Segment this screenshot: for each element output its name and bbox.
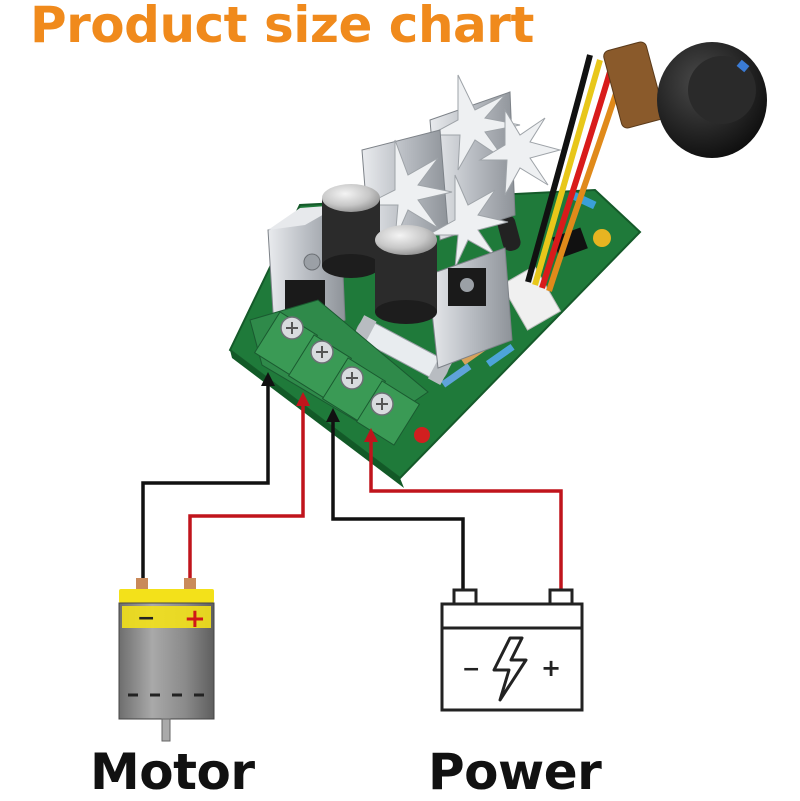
heatsink-top: [361, 74, 562, 269]
battery-icon: − +: [440, 588, 584, 712]
motor-label: Motor: [90, 743, 255, 801]
potentiometer-knob-icon: [525, 41, 767, 292]
dc-motor-icon: − +: [118, 578, 215, 742]
battery-plus-sign: +: [541, 654, 561, 682]
capacitor-2: [375, 225, 437, 324]
page-title: Product size chart: [30, 0, 534, 54]
motor-plus-sign: +: [184, 604, 206, 634]
wire-power-negative: [326, 408, 465, 590]
capacitor-1: [322, 184, 380, 278]
wire-motor-positive: [188, 392, 310, 585]
pwm-controller-board-icon: [228, 74, 642, 488]
heatsink-right: [427, 247, 513, 369]
wire-power-positive: [364, 428, 563, 590]
bolt-icon: [492, 636, 528, 702]
screw-terminal-block: [249, 299, 429, 446]
wire-motor-negative: [141, 372, 275, 585]
power-label: Power: [428, 743, 602, 801]
motor-minus-sign: −: [137, 606, 155, 631]
battery-minus-sign: −: [462, 657, 480, 682]
